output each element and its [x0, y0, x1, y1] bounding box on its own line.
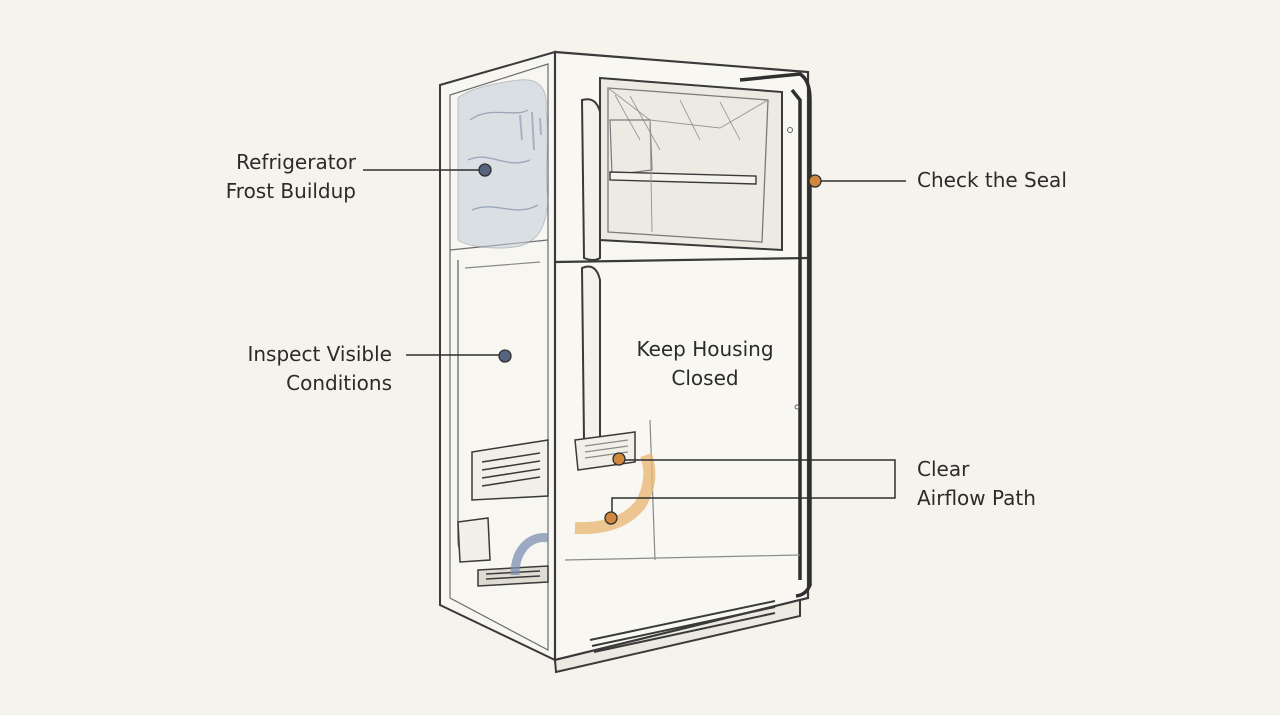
keep-housing-closed-label: Keep Housing Closed: [610, 335, 800, 393]
airflow-path: [574, 452, 656, 535]
clear-airflow-label: Clear Airflow Path: [917, 455, 1036, 513]
frost-label-line1: Refrigerator: [236, 150, 356, 174]
airflow-marker-lower: [604, 511, 618, 525]
frost-label-line2: Frost Buildup: [225, 179, 356, 203]
frost-buildup: [457, 79, 549, 249]
check-seal-label: Check the Seal: [917, 166, 1067, 195]
hinge-screw: [787, 127, 793, 133]
airflow-marker-upper: [612, 452, 626, 466]
bottom-grille: [553, 598, 801, 674]
compressor-vent: [457, 439, 549, 587]
coolant-tube: [510, 533, 550, 576]
housing-label-line2: Closed: [671, 366, 739, 390]
leader-lines: [363, 169, 906, 517]
airflow-label-line2: Airflow Path: [917, 486, 1036, 510]
door-screw: [794, 404, 800, 410]
freezer-compartment: [599, 76, 783, 252]
inspect-label-line1: Inspect Visible: [247, 342, 392, 366]
door-seal: [739, 72, 812, 598]
frost-marker: [478, 163, 492, 177]
markers: [478, 163, 822, 525]
airflow-label-line1: Clear: [917, 457, 970, 481]
airflow-leader-line: [611, 459, 896, 517]
seal-label-text: Check the Seal: [917, 168, 1067, 192]
frost-buildup-label: Refrigerator Frost Buildup: [180, 148, 356, 206]
inspect-label-line2: Conditions: [286, 371, 392, 395]
door-handles: [580, 98, 601, 444]
inspect-marker: [498, 349, 512, 363]
housing-label-line1: Keep Housing: [636, 337, 774, 361]
seal-marker: [808, 174, 822, 188]
inspect-conditions-label: Inspect Visible Conditions: [200, 340, 392, 398]
